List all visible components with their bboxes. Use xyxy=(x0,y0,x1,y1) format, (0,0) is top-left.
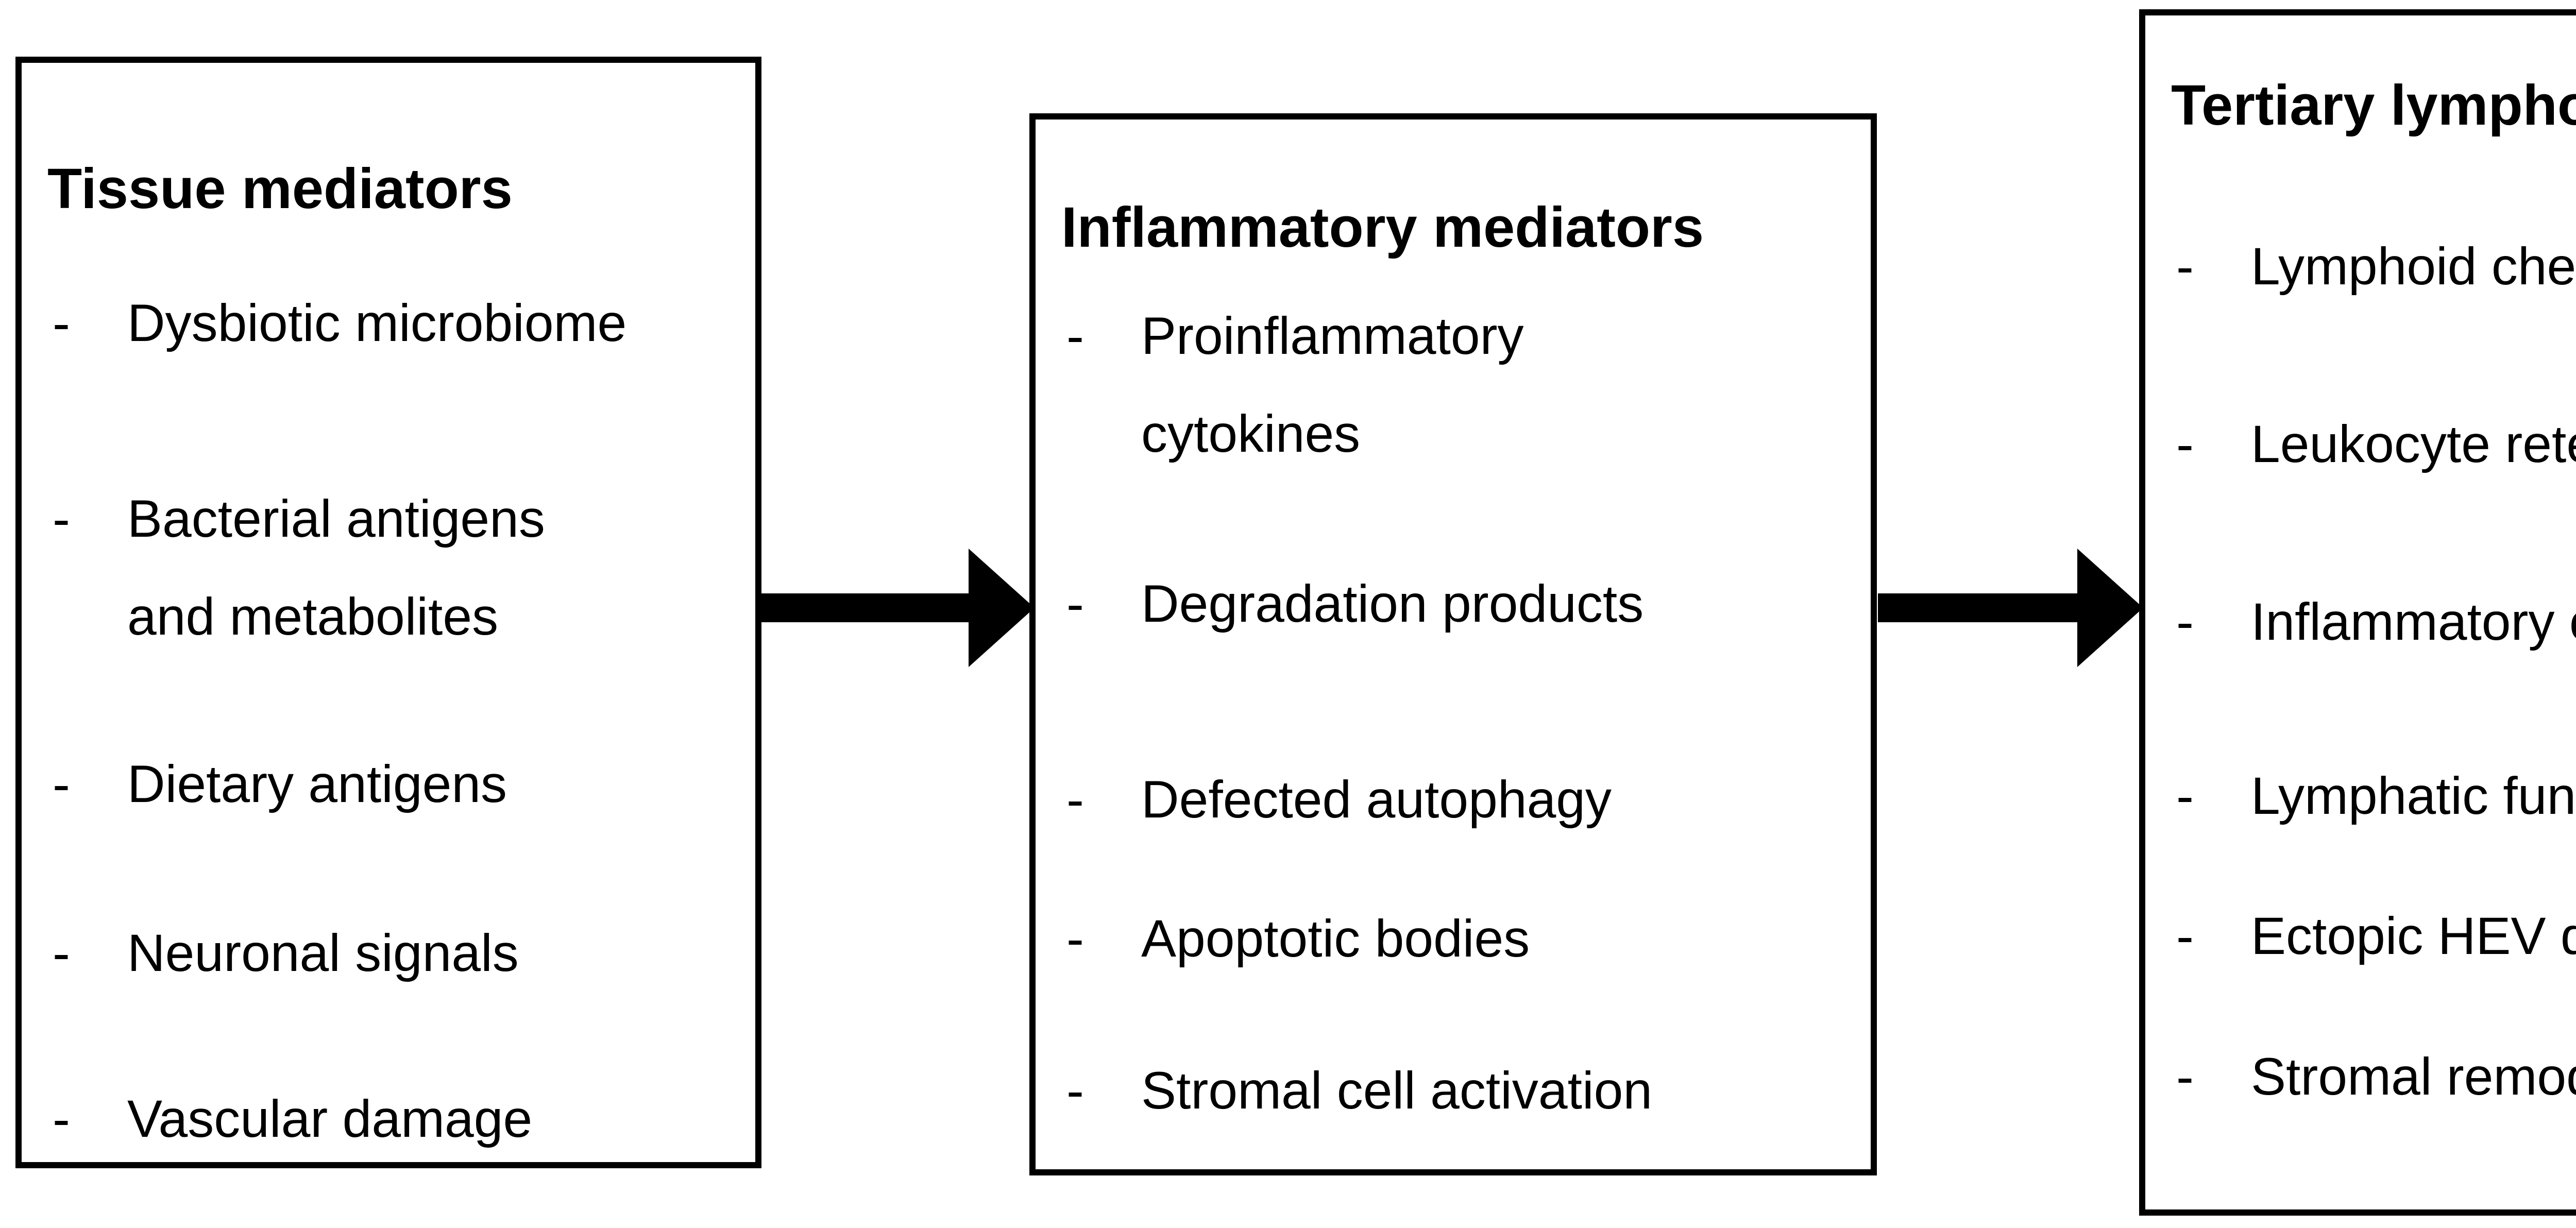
item-text: Lymphoid chemokines↑ xyxy=(2251,217,2576,316)
right-arrow-1 xyxy=(761,549,1035,667)
item-text: Lymphatic function↓ xyxy=(2251,747,2576,845)
dash-bullet: - xyxy=(1066,770,1084,829)
list-item: - Neuronal signals xyxy=(53,904,750,1002)
item-label: Ectopic HEV development xyxy=(2251,907,2576,965)
list-item: - Leukocyte retention↑ xyxy=(2176,395,2576,493)
arrow-shaft xyxy=(761,593,969,622)
dash-bullet: - xyxy=(53,755,70,813)
box-tissue-mediators: Tissue mediators - Dysbiotic microbiome … xyxy=(15,57,761,1168)
dash-bullet: - xyxy=(53,294,70,352)
dash-bullet: - xyxy=(1066,574,1084,633)
list-item: - Inflammatory chemokines↓ xyxy=(2176,573,2576,671)
box-title: Inflammatory mediators xyxy=(1061,196,1704,259)
item-text: Bacterial antigens xyxy=(127,489,545,548)
list-item: - Ectopic HEV development↑ xyxy=(2176,887,2576,985)
dash-bullet: - xyxy=(1066,909,1084,968)
box-title: Tertiary lymphoid organ mediators xyxy=(2171,74,2576,137)
item-text: Inflammatory chemokines↓ xyxy=(2251,573,2576,671)
item-text-line2: cytokines xyxy=(1141,404,1361,463)
dash-bullet: - xyxy=(53,489,70,548)
dash-bullet: - xyxy=(2176,415,2194,473)
dash-bullet: - xyxy=(1066,1061,1084,1120)
item-label: Lymphoid chemokines xyxy=(2251,237,2576,296)
dash-bullet: - xyxy=(2176,592,2194,651)
item-text: Neuronal signals xyxy=(127,924,519,982)
item-text-line2: and metabolites xyxy=(127,587,499,646)
item-text: Apoptotic bodies xyxy=(1141,909,1530,968)
item-text: Stromal remodeling↑ xyxy=(2251,1028,2576,1126)
item-text: Dysbiotic microbiome xyxy=(127,294,627,352)
list-item: - Vascular damage xyxy=(53,1070,750,1168)
dash-bullet: - xyxy=(2176,237,2194,296)
list-item: - Lymphoid chemokines↑ xyxy=(2176,217,2576,316)
item-label: Leukocyte retention xyxy=(2251,415,2576,473)
item-text: Degradation products xyxy=(1141,574,1644,633)
list-item: - Degradation products xyxy=(1066,555,1866,653)
arrow-shaft xyxy=(1878,593,2077,622)
dash-bullet: - xyxy=(53,1089,70,1148)
box-tertiary-lymphoid-organ-mediators: Tertiary lymphoid organ mediators - Lymp… xyxy=(2139,9,2576,1216)
list-item: - Dysbiotic microbiome xyxy=(53,274,750,372)
dash-bullet: - xyxy=(2176,1047,2194,1106)
item-text: Dietary antigens xyxy=(127,755,507,813)
arrow-head-icon xyxy=(2077,549,2143,667)
dash-bullet: - xyxy=(53,924,70,982)
item-label: Inflammatory chemokines xyxy=(2251,592,2576,651)
right-arrow-2 xyxy=(1878,549,2143,667)
box-title: Tissue mediators xyxy=(47,157,513,220)
item-text: Proinflammatory xyxy=(1141,306,1524,365)
list-item: - Bacterial antigens and metabolites xyxy=(53,470,750,666)
arrow-head-icon xyxy=(969,549,1035,667)
item-text: Stromal cell activation xyxy=(1141,1061,1653,1120)
item-label: Stromal remodeling xyxy=(2251,1047,2576,1106)
dash-bullet: - xyxy=(2176,907,2194,965)
list-item: - Lymphatic function↓ xyxy=(2176,747,2576,845)
item-text: Ectopic HEV development↑ xyxy=(2251,887,2576,985)
item-text: Defected autophagy xyxy=(1141,770,1612,829)
list-item: - Dietary antigens xyxy=(53,735,750,833)
item-label: Lymphatic function xyxy=(2251,766,2576,825)
list-item: - Stromal cell activation xyxy=(1066,1042,1866,1139)
item-text: Leukocyte retention↑ xyxy=(2251,395,2576,493)
box-inflammatory-mediators: Inflammatory mediators - Proinflammatory… xyxy=(1029,113,1877,1175)
list-item: - Stromal remodeling↑ xyxy=(2176,1028,2576,1126)
list-item: - Proinflammatory cytokines xyxy=(1066,287,1866,483)
list-item: - Defected autophagy xyxy=(1066,751,1866,848)
dash-bullet: - xyxy=(1066,306,1084,365)
list-item: - Apoptotic bodies xyxy=(1066,890,1866,987)
item-text: Vascular damage xyxy=(127,1089,533,1148)
dash-bullet: - xyxy=(2176,766,2194,825)
